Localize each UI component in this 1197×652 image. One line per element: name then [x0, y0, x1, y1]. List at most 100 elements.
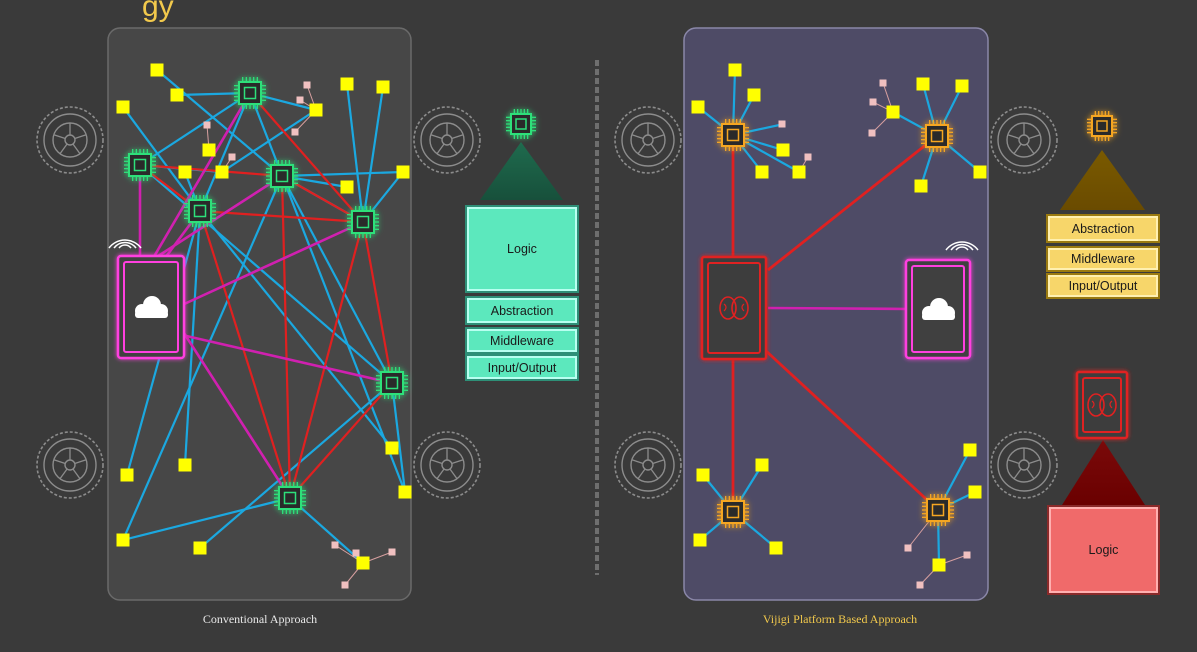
chip-icon — [506, 109, 536, 139]
sensor-icon — [398, 485, 412, 499]
wheel-icon — [413, 431, 481, 499]
left-logic-box: Logic — [467, 207, 577, 291]
sensor-icon — [150, 63, 164, 77]
sensor-icon — [914, 179, 928, 193]
link-line — [198, 92, 252, 212]
link-line — [181, 333, 393, 385]
link-line — [139, 92, 251, 166]
mini-sensor-icon — [303, 81, 311, 89]
sensor-icon — [755, 165, 769, 179]
mini-sensor-icon — [904, 544, 912, 552]
sensor-icon — [309, 103, 323, 117]
wheel-icon — [614, 106, 682, 174]
link-line — [139, 164, 393, 384]
sensor-icon — [886, 105, 900, 119]
right-abstraction-box: Abstraction — [1048, 216, 1158, 241]
cloud-module — [904, 258, 972, 360]
mini-sensor-icon — [868, 129, 876, 137]
wheel-icon — [614, 431, 682, 499]
link-line — [150, 92, 252, 261]
wifi-icon — [108, 239, 142, 249]
left-middleware-box: Middleware — [467, 329, 577, 352]
logic-cone-red — [1062, 440, 1145, 505]
mini-sensor-icon — [879, 79, 887, 87]
left-abstraction-box: Abstraction — [467, 298, 577, 323]
link-line — [221, 109, 317, 173]
sensor-icon — [385, 441, 399, 455]
link-line — [764, 348, 939, 512]
mini-sensor-icon — [296, 96, 304, 104]
sensor-icon — [973, 165, 987, 179]
sensor-icon — [916, 77, 930, 91]
sensor-icon — [340, 180, 354, 194]
sensor-icon — [178, 458, 192, 472]
sensor-icon — [755, 458, 769, 472]
wheel-icon — [36, 106, 104, 174]
brain-module — [700, 255, 768, 361]
link-line — [288, 221, 365, 499]
link-line — [289, 382, 393, 499]
sensor-icon — [178, 165, 192, 179]
link-line — [121, 175, 284, 541]
mini-sensor-icon — [228, 153, 236, 161]
link-line — [281, 170, 404, 178]
sensor-icon — [693, 533, 707, 547]
sensor-icon — [170, 88, 184, 102]
sensor-icon — [202, 143, 216, 157]
link-line — [281, 175, 393, 384]
brain-icon — [719, 296, 749, 320]
link-line — [361, 221, 394, 384]
sensor-icon — [691, 100, 705, 114]
mini-sensor-icon — [341, 581, 349, 589]
link-line — [289, 497, 364, 564]
logic-cone-green — [480, 142, 563, 200]
sensor-icon — [116, 100, 130, 114]
sensor-icon — [747, 88, 761, 102]
sensor-icon — [776, 143, 790, 157]
title-fragment: gy — [142, 0, 174, 23]
sensor-icon — [696, 468, 710, 482]
sensor-icon — [968, 485, 982, 499]
sensor-icon — [356, 556, 370, 570]
sensor-icon — [340, 77, 354, 91]
sensor-icon — [955, 79, 969, 93]
chip-icon — [234, 77, 266, 109]
mini-sensor-icon — [291, 128, 299, 136]
wheel-icon — [990, 106, 1058, 174]
brain-icon — [1087, 393, 1117, 417]
sensor-icon — [792, 165, 806, 179]
chip-icon — [922, 494, 954, 526]
link-line — [361, 86, 385, 223]
mini-sensor-icon — [963, 551, 971, 559]
sensor-icon — [963, 443, 977, 457]
link-line — [199, 210, 393, 449]
caption-conventional: Conventional Approach — [202, 612, 318, 626]
link-line — [139, 163, 283, 178]
sensor-icon — [769, 541, 783, 555]
link-line — [248, 92, 407, 493]
sensor-icon — [728, 63, 742, 77]
chip-icon — [376, 367, 408, 399]
sensor-icon — [932, 558, 946, 572]
mini-sensor-icon — [388, 548, 396, 556]
right-logic-box: Logic — [1049, 507, 1158, 593]
chip-icon — [184, 195, 216, 227]
mini-sensor-icon — [352, 549, 360, 557]
cloud-icon — [922, 298, 955, 320]
link-line — [767, 306, 911, 311]
link-line — [345, 83, 365, 223]
cloud-icon — [135, 296, 168, 318]
link-line — [180, 329, 292, 499]
wheel-icon — [413, 106, 481, 174]
link-line — [122, 106, 201, 212]
link-line — [390, 382, 407, 493]
brain-module-small — [1075, 370, 1129, 440]
right-middleware-box: Middleware — [1048, 248, 1158, 270]
mini-sensor-icon — [916, 581, 924, 589]
chip-icon — [266, 160, 298, 192]
sensor-icon — [193, 541, 207, 555]
sensor-icon — [116, 533, 130, 547]
chip-icon — [1087, 111, 1117, 141]
link-line — [198, 210, 292, 499]
mini-sensor-icon — [778, 120, 786, 128]
